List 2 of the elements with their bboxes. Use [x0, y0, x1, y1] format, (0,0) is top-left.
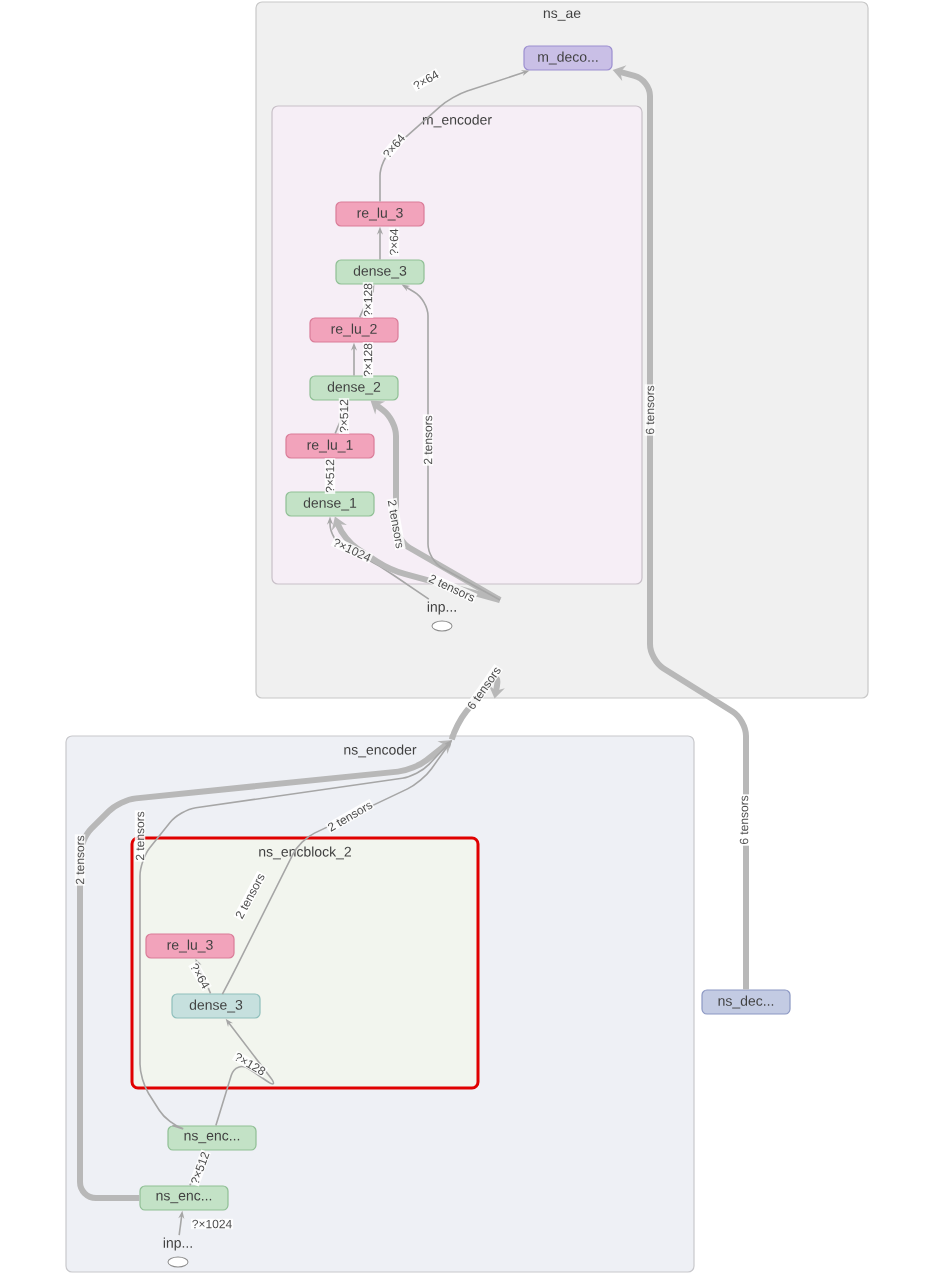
arrow [77, 740, 452, 1201]
arrow [139, 740, 452, 1130]
